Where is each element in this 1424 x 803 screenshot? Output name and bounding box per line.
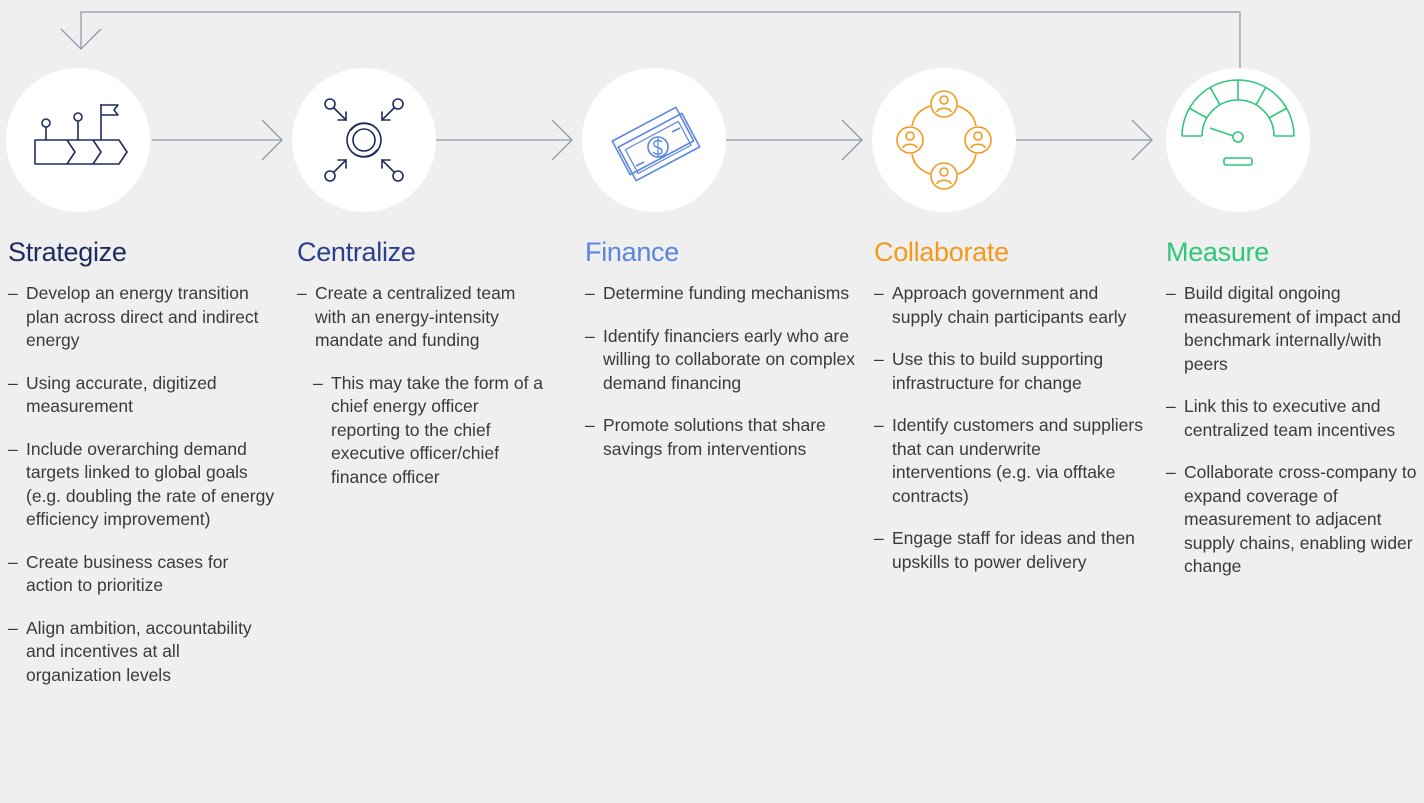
stage-item: Develop an energy transition plan across… xyxy=(8,282,278,353)
stage-item: Link this to executive and centralized t… xyxy=(1166,395,1420,442)
stage-item: Promote solutions that share savings fro… xyxy=(585,414,865,461)
stage-item: Determine funding mechanisms xyxy=(585,282,865,306)
stage-circle-collaborate xyxy=(872,68,1016,212)
stage-item: Create a centralized team with an energy… xyxy=(297,282,547,353)
stage-items-centralize: Create a centralized team with an energy… xyxy=(297,282,547,489)
stage-item: Build digital ongoing measurement of imp… xyxy=(1166,282,1420,376)
stage-items-finance: Determine funding mechanismsIdentify fin… xyxy=(585,282,865,461)
stage-item: Include overarching demand targets linke… xyxy=(8,438,278,532)
stage-item: Approach government and supply chain par… xyxy=(874,282,1144,329)
stage-item: Identify customers and suppliers that ca… xyxy=(874,414,1144,508)
stage-item: Engage staff for ideas and then upskills… xyxy=(874,527,1144,574)
gauge-meter-icon xyxy=(1181,79,1295,166)
roadmap-flag-icon xyxy=(34,104,128,165)
stage-items-measure: Build digital ongoing measurement of imp… xyxy=(1166,282,1420,579)
stage-title-centralize: Centralize xyxy=(297,237,416,267)
stage-item: Identify financiers early who are willin… xyxy=(585,325,865,396)
stage-circle-finance xyxy=(582,68,726,212)
people-network-icon xyxy=(896,90,992,190)
stage-item: This may take the form of a chief energy… xyxy=(313,372,547,490)
stage-circle-centralize xyxy=(292,68,436,212)
stage-items-collaborate: Approach government and supply chain par… xyxy=(874,282,1144,574)
connector-2-3-arrowhead xyxy=(551,119,573,161)
stage-circle-measure xyxy=(1166,68,1310,212)
centralize-arrows-icon xyxy=(324,98,404,182)
feedback-loop-line xyxy=(80,11,1241,95)
stage-item: Using accurate, digitized measurement xyxy=(8,372,278,419)
money-bills-icon xyxy=(611,106,701,182)
connector-1-2-arrowhead xyxy=(261,119,283,161)
stage-item: Collaborate cross-company to expand cove… xyxy=(1166,461,1420,579)
feedback-loop-arrowhead xyxy=(60,28,102,50)
stage-title-finance: Finance xyxy=(585,237,679,267)
stage-item: Align ambition, accountability and incen… xyxy=(8,617,278,688)
stage-title-collaborate: Collaborate xyxy=(874,237,1009,267)
stage-item: Create business cases for action to prio… xyxy=(8,551,278,598)
stage-title-strategize: Strategize xyxy=(8,237,127,267)
stage-items-strategize: Develop an energy transition plan across… xyxy=(8,282,278,687)
stage-column-collaborate: Collaborate Approach government and supp… xyxy=(874,232,1144,593)
stage-column-measure: Measure Build digital ongoing measuremen… xyxy=(1166,232,1420,598)
connector-4-5-arrowhead xyxy=(1131,119,1153,161)
stage-title-measure: Measure xyxy=(1166,237,1269,267)
connector-3-4-arrowhead xyxy=(841,119,863,161)
stage-column-centralize: Centralize Create a centralized team wit… xyxy=(297,232,547,508)
stage-item: Use this to build supporting infrastruct… xyxy=(874,348,1144,395)
stage-column-strategize: Strategize Develop an energy transition … xyxy=(8,232,278,706)
stage-column-finance: Finance Determine funding mechanismsIden… xyxy=(585,232,865,480)
